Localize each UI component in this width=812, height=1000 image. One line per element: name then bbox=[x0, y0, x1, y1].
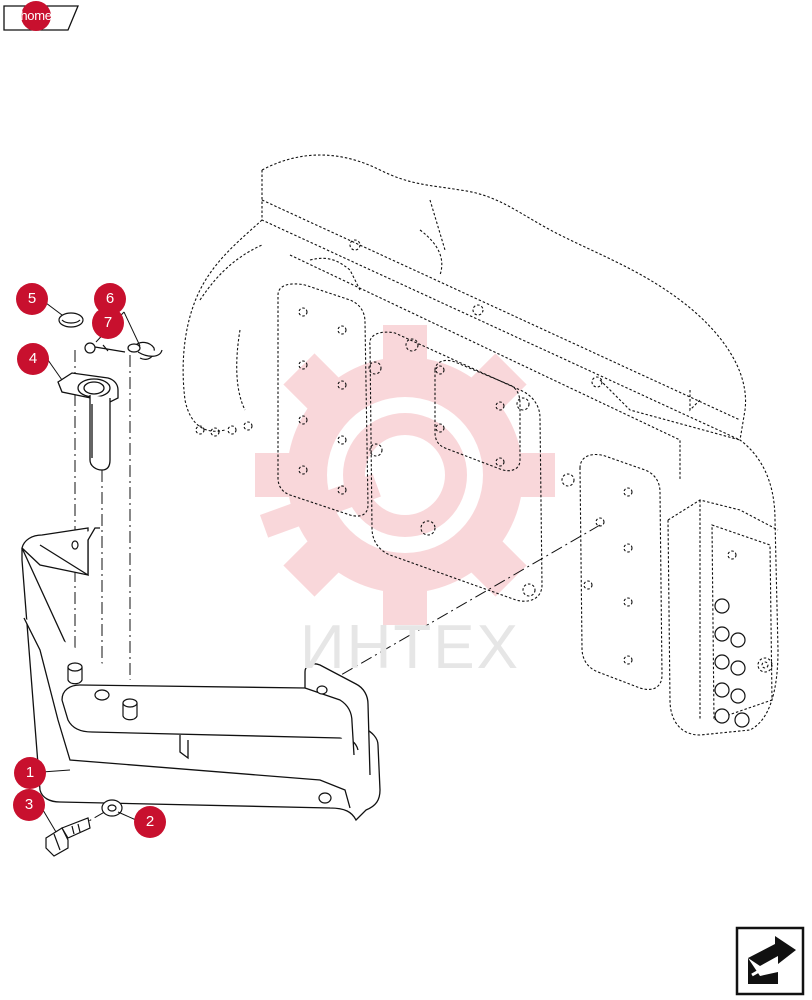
callout-4[interactable]: 4 bbox=[17, 343, 49, 375]
home-link[interactable]: home bbox=[20, 8, 52, 23]
next-page-arrow-icon[interactable] bbox=[735, 926, 805, 996]
washer bbox=[101, 799, 123, 817]
pin bbox=[57, 372, 119, 471]
home-tab-icon[interactable] bbox=[3, 1, 79, 31]
watermark-text: ИНТЕХ bbox=[300, 613, 520, 682]
watermark-logo-icon bbox=[255, 325, 555, 625]
bracket-holes bbox=[67, 540, 332, 804]
callout-2[interactable]: 2 bbox=[134, 806, 166, 838]
callout-3[interactable]: 3 bbox=[13, 789, 45, 821]
gearbox-housing bbox=[182, 154, 779, 736]
callout-6[interactable]: 6 bbox=[94, 283, 126, 315]
bracket bbox=[21, 527, 381, 822]
callout-5[interactable]: 5 bbox=[16, 283, 48, 315]
bolt bbox=[45, 817, 91, 857]
callout-1[interactable]: 1 bbox=[14, 757, 46, 789]
linch-pin bbox=[84, 341, 163, 360]
housing-bolts bbox=[714, 598, 750, 728]
retaining-ring bbox=[58, 312, 84, 328]
